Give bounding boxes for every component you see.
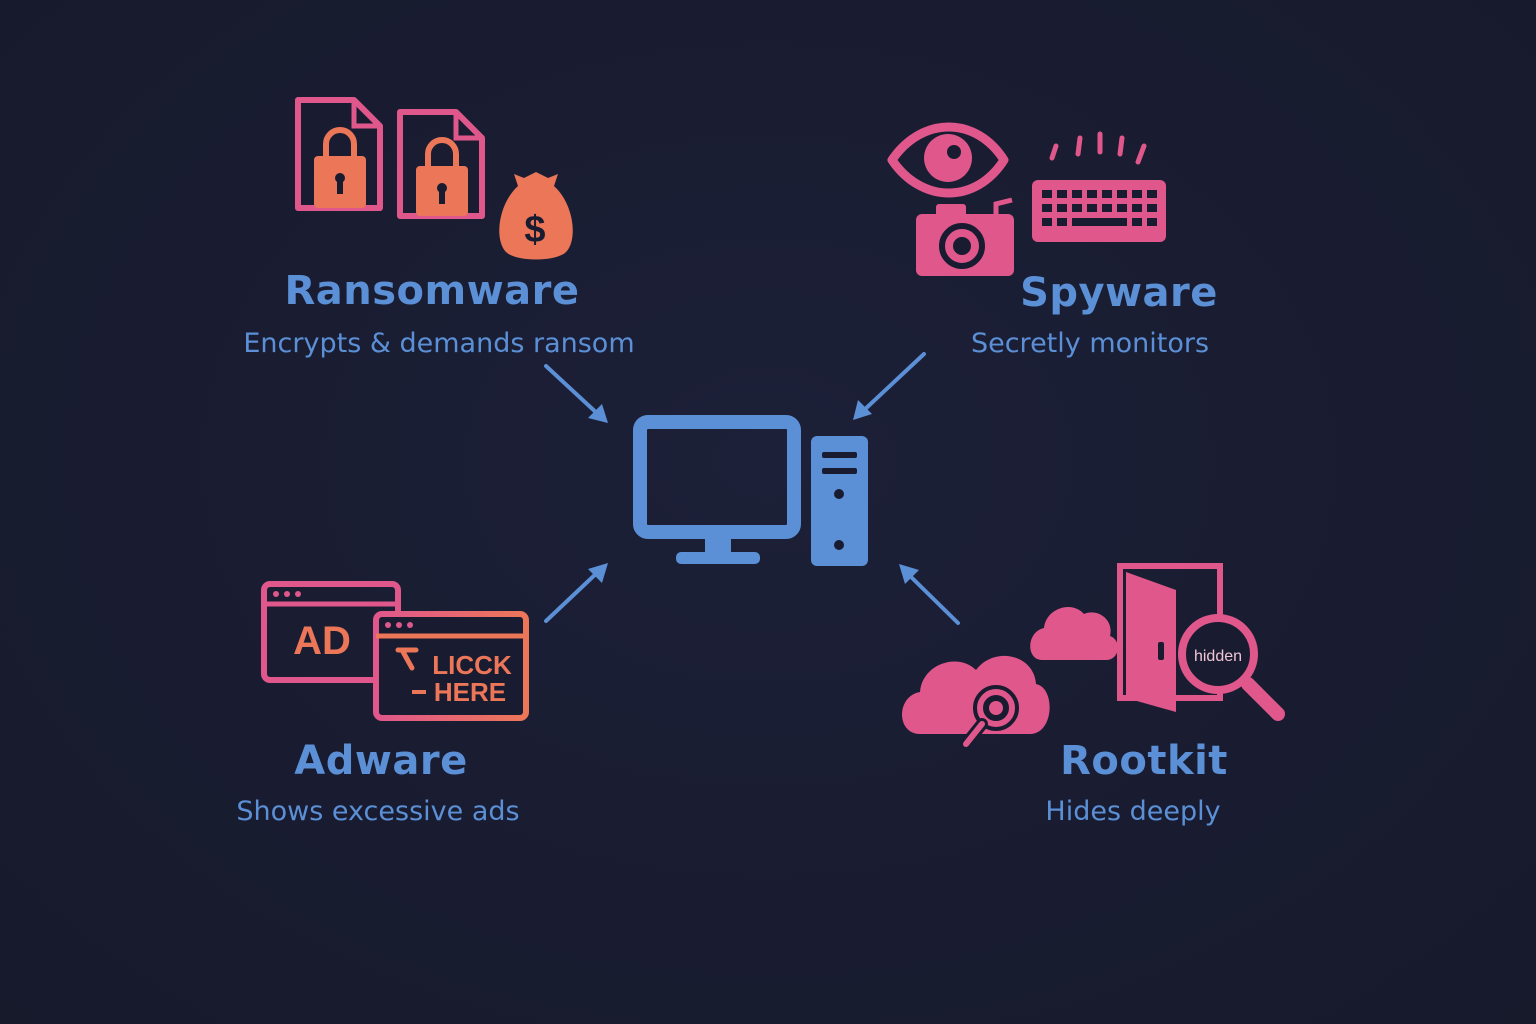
- money-bag-icon: $: [499, 172, 573, 260]
- cloud-search-icon: [902, 655, 1050, 750]
- arrow-ransomware: [544, 364, 608, 423]
- ransomware-desc: Encrypts & demands ransom: [243, 328, 635, 359]
- click-label-line2: HERE: [434, 677, 506, 707]
- eye-icon: [887, 122, 1009, 198]
- rootkit-title: Rootkit: [1060, 738, 1228, 784]
- magnifier-icon: hidden: [1178, 614, 1285, 721]
- spyware-title: Spyware: [1020, 270, 1218, 316]
- click-label-line1: LICCK: [432, 650, 512, 680]
- browser-window-icon: LICCK HERE: [373, 611, 529, 721]
- locked-file-icon: [397, 109, 485, 219]
- hidden-label: hidden: [1194, 648, 1242, 665]
- desktop-computer-icon: [633, 415, 868, 566]
- ransomware-title: Ransomware: [284, 268, 580, 314]
- camera-icon: [916, 197, 1014, 276]
- arrow-rootkit: [899, 564, 960, 625]
- ad-label: AD: [293, 619, 351, 663]
- cloud-icon: [1030, 606, 1118, 660]
- svg-text:$: $: [524, 209, 545, 251]
- rootkit-desc: Hides deeply: [1045, 796, 1221, 827]
- arrow-adware: [544, 563, 608, 623]
- keyboard-icon: [1032, 131, 1166, 242]
- locked-file-icon: [295, 97, 383, 211]
- adware-desc: Shows excessive ads: [236, 796, 520, 827]
- adware-title: Adware: [294, 738, 468, 784]
- arrow-spyware: [853, 352, 926, 420]
- spyware-desc: Secretly monitors: [970, 328, 1210, 359]
